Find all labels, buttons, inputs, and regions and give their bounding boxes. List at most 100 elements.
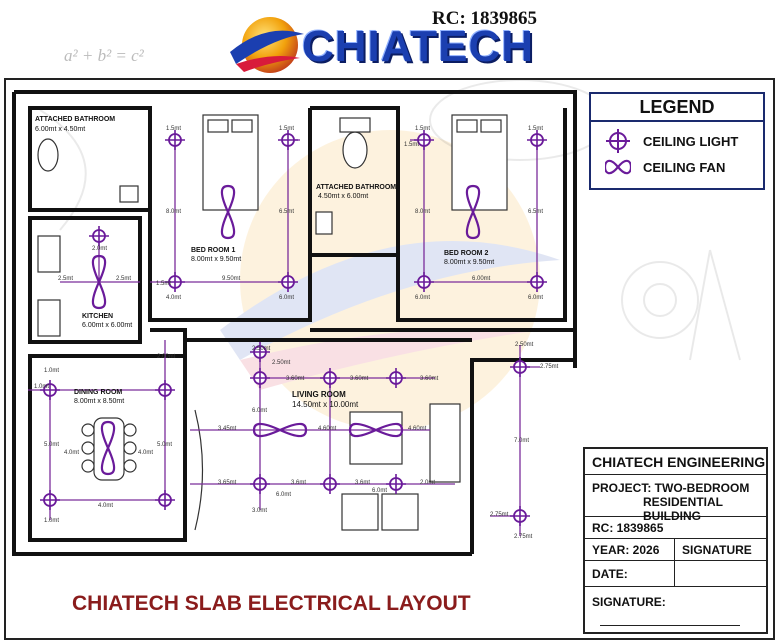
ceiling-light-icon	[155, 380, 175, 400]
ceiling-light-icon	[40, 380, 60, 400]
project-name: PROJECT: TWO-BEDROOM RESIDENTIAL BUILDIN…	[585, 475, 766, 523]
dim-label: 1.5mt	[279, 126, 294, 132]
dim-label: 3.0mt	[252, 508, 267, 514]
room-name: ATTACHED BATHROOM	[316, 184, 396, 191]
signature-line	[600, 625, 740, 626]
ceiling-light-icon	[250, 368, 270, 388]
ceiling-light-icon	[40, 490, 60, 510]
walls	[12, 90, 577, 556]
fridge	[37, 299, 61, 337]
background-watermark	[220, 130, 560, 430]
dim-label: 2.5mt	[116, 276, 131, 282]
toilet-2	[342, 131, 368, 169]
dim-label: 6.0mt	[279, 295, 294, 301]
tv-console	[194, 409, 204, 531]
dim-label: 6.00mt	[472, 276, 491, 282]
ceiling-light-icon	[250, 342, 270, 362]
signature-field: SIGNATURE:	[585, 587, 766, 632]
header-rc-number: RC: 1839865	[432, 8, 538, 29]
ceiling-fan-icon	[100, 420, 116, 476]
room-name: LIVING ROOM	[292, 390, 346, 399]
stove	[37, 235, 61, 273]
date-field: DATE:	[585, 561, 675, 587]
dim-label: 2.50mt	[272, 360, 291, 366]
dim-label: 2.50mt	[515, 342, 534, 348]
fixtures	[40, 130, 547, 526]
ceiling-fan-icon	[605, 159, 631, 175]
ceiling-fan-icon	[465, 184, 481, 240]
ceiling-fan-icon	[348, 422, 404, 438]
dim-label: 3.6mt	[291, 480, 306, 486]
dim-label: 4.0mt	[98, 503, 113, 509]
dim-label: 5.0mt	[157, 442, 172, 448]
dim-label: 2.75mt	[490, 512, 509, 518]
signature-header: SIGNATURE	[675, 539, 766, 561]
dim-label: 6.5mt	[279, 209, 294, 215]
dim-label: 4.60mt	[408, 426, 427, 432]
dim-label: 1.5mt	[166, 126, 181, 132]
dim-label: 4.60mt	[318, 426, 337, 432]
brand-globe-logo	[230, 17, 304, 73]
ceiling-fan-icon	[252, 422, 308, 438]
ceiling-light-icon	[278, 272, 298, 292]
math-formula: a² + b² = c²	[64, 46, 144, 65]
dim-label: 3.65mt	[218, 480, 237, 486]
ceiling-light-icon	[320, 368, 340, 388]
ceiling-light-icon	[165, 130, 185, 150]
company-name: CHIATECH ENGINEERING	[585, 449, 766, 475]
room-labels: ATTACHED BATHROOM 6.00mt x 4.50mt BED RO…	[35, 116, 494, 409]
dim-label: 5.0mt	[44, 442, 59, 448]
dim-label: 4.0mt	[166, 295, 181, 301]
ceiling-light-icon	[250, 474, 270, 494]
room-name: ATTACHED BATHROOM	[35, 116, 115, 123]
dim-label: 3.60mt	[350, 376, 369, 382]
ceiling-light-icon	[606, 129, 630, 153]
dim-label: 2.50mt	[252, 346, 271, 352]
legend-label: CEILING FAN	[643, 159, 726, 175]
room-name: BED ROOM 2	[444, 250, 488, 257]
dim-label: 6.0mt	[528, 295, 543, 301]
room-name: BED ROOM 1	[191, 247, 235, 254]
dim-label: 8.0mt	[166, 209, 181, 215]
room-name: KITCHEN	[82, 313, 113, 320]
ceiling-light-icon	[89, 226, 109, 246]
ceiling-fan-icon	[220, 184, 236, 240]
brand-wordmark: CHIATECH	[302, 22, 535, 71]
dim-label: 1.5mt	[528, 126, 543, 132]
signature-box	[675, 561, 766, 587]
dim-label: 1.5mt	[156, 281, 171, 287]
room-size: 6.00mt x 4.50mt	[35, 126, 85, 133]
dim-label: 7.0mt	[514, 438, 529, 444]
dim-label: 1.0mt	[34, 384, 49, 390]
dim-label: 1.5mt	[404, 142, 419, 148]
legend-box: LEGEND CEILING LIGHT CEILING FAN	[589, 92, 765, 190]
dim-label: 6.5mt	[528, 209, 543, 215]
room-size: 6.00mt x 6.00mt	[82, 322, 132, 329]
sink-1	[119, 185, 139, 203]
room-size: 8.00mt x 9.50mt	[191, 256, 241, 263]
drawing-title: CHIATECH SLAB ELECTRICAL LAYOUT	[72, 592, 471, 615]
sink-2	[315, 211, 333, 235]
dim-label: 6.0mt	[372, 488, 387, 494]
legend-item-ceiling-light: CEILING LIGHT	[605, 128, 738, 154]
dim-label: 6.0mt	[415, 295, 430, 301]
room-name: DINING ROOM	[74, 389, 122, 396]
project-line-2: RESIDENTIAL BUILDING	[643, 495, 723, 523]
dim-label: 2.75mt	[540, 364, 559, 370]
ceiling-light-icon	[386, 368, 406, 388]
dim-label: 6.0mt	[252, 408, 267, 414]
project-line-1: PROJECT: TWO-BEDROOM	[592, 481, 750, 495]
ceiling-light-icon	[510, 506, 530, 526]
coffee-table	[349, 411, 403, 465]
dim-label: 4.0mt	[138, 450, 153, 456]
armchair-2	[381, 493, 419, 531]
toilet-1	[37, 138, 59, 172]
ceiling-fan-icon	[91, 254, 107, 310]
dim-label: 9.50mt	[222, 276, 241, 282]
ceiling-light-icon	[165, 272, 185, 292]
room-size: 14.50mt x 10.00mt	[292, 400, 359, 409]
dim-label: 2.75mt	[514, 534, 533, 540]
sofa-right	[429, 403, 461, 483]
legend-label: CEILING LIGHT	[643, 133, 739, 149]
armchair-1	[341, 493, 379, 531]
